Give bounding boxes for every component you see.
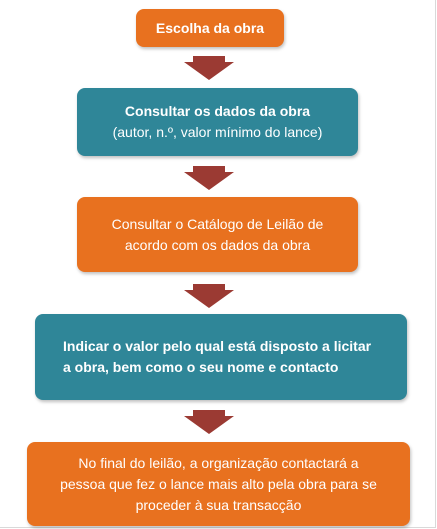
step-3-line-2: acordo com os dados da obra	[124, 236, 311, 253]
step-5-line-2: pessoa que fez o lance mais alto pela ob…	[60, 475, 377, 492]
step-5-line-3: proceder à sua transacção	[135, 496, 302, 513]
down-arrow-1	[184, 56, 234, 80]
step-2-line-2: (autor, n.º, valor mínimo do lance)	[112, 124, 323, 140]
step-5-line-1: No final do leilão, a organização contac…	[78, 454, 359, 471]
step-1-line-1: Escolha da obra	[155, 19, 265, 36]
step-4-line-1: Indicar o valor pelo qual está disposto …	[63, 338, 372, 354]
down-arrow-4	[184, 410, 234, 434]
step-choose-artwork: Escolha da obra	[136, 9, 284, 47]
step-indicate-bid-value: Indicar o valor pelo qual está disposto …	[35, 314, 407, 400]
step-3-line-1: Consultar o Catálogo de Leilão de	[111, 215, 324, 232]
down-arrow-2	[184, 166, 234, 190]
step-consult-auction-catalog: Consultar o Catálogo de Leilão de acordo…	[77, 197, 358, 272]
step-consult-artwork-data: Consultar os dados da obra (autor, n.º, …	[77, 88, 358, 156]
step-organization-contacts-winner: No final do leilão, a organização contac…	[27, 442, 410, 526]
step-4-line-2: a obra, bem como o seu nome e contacto	[63, 359, 339, 375]
step-2-line-1: Consultar os dados da obra	[124, 103, 311, 119]
down-arrow-3	[184, 284, 234, 308]
